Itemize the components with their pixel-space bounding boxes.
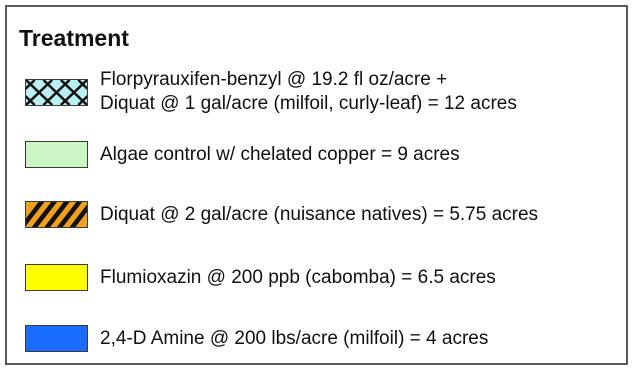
solid-swatch-icon xyxy=(26,142,87,167)
cross-hatch-pattern-icon xyxy=(26,80,87,105)
solid-swatch-icon xyxy=(26,265,87,290)
legend-box xyxy=(5,5,628,365)
swatch-24d-amine xyxy=(25,325,88,352)
label-flumioxazin: Flumioxazin @ 200 ppb (cabomba) = 6.5 ac… xyxy=(100,267,496,288)
label-florpyrauxifen-line2: Diquat @ 1 gal/acre (milfoil, curly-leaf… xyxy=(100,93,517,114)
swatch-diquat-natives xyxy=(25,201,88,228)
legend-title: Treatment xyxy=(19,25,129,51)
swatch-algae-control xyxy=(25,141,88,168)
swatch-florpyrauxifen-diquat xyxy=(25,79,88,106)
label-24d-amine: 2,4-D Amine @ 200 lbs/acre (milfoil) = 4… xyxy=(100,328,489,349)
label-algae-control: Algae control w/ chelated copper = 9 acr… xyxy=(100,144,460,165)
label-diquat-natives: Diquat @ 2 gal/acre (nuisance natives) =… xyxy=(100,204,539,225)
swatch-flumioxazin xyxy=(25,264,88,291)
solid-swatch-icon xyxy=(26,326,87,351)
label-florpyrauxifen-line1: Florpyrauxifen-benzyl @ 19.2 fl oz/acre … xyxy=(100,69,448,90)
diagonal-stripes-pattern-icon xyxy=(26,202,87,227)
